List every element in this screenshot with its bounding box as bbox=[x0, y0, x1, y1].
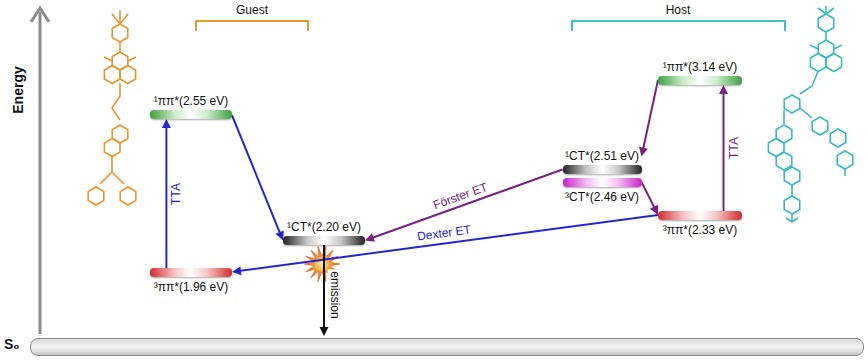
ring bbox=[104, 66, 120, 84]
level-bar bbox=[658, 211, 742, 220]
arrow-head bbox=[365, 233, 375, 241]
energy-level: ¹CT*(2.20 eV) bbox=[283, 220, 365, 245]
connector bbox=[723, 93, 725, 211]
connector bbox=[240, 215, 658, 271]
bond bbox=[783, 110, 785, 124]
ring bbox=[776, 152, 792, 170]
level-bar bbox=[563, 165, 642, 174]
connector bbox=[323, 245, 325, 328]
connector bbox=[232, 115, 280, 233]
ring bbox=[88, 187, 104, 205]
ring bbox=[104, 139, 120, 157]
energy-level: ³CT*(2.46 eV) bbox=[563, 178, 642, 204]
connector bbox=[642, 182, 655, 208]
bond bbox=[112, 172, 124, 184]
group-label: Host bbox=[666, 3, 691, 17]
level-bar bbox=[150, 268, 232, 277]
energy-level: ¹ππ*(3.14 eV) bbox=[658, 60, 742, 85]
bond bbox=[834, 45, 842, 49]
ring bbox=[812, 117, 828, 135]
level-label: ³ππ*(1.96 eV) bbox=[150, 280, 232, 294]
ring bbox=[120, 187, 136, 205]
level-bar bbox=[150, 110, 232, 119]
edge-label: TTA bbox=[168, 181, 182, 207]
energy-level: ¹CT*(2.51 eV) bbox=[563, 149, 642, 174]
ring bbox=[810, 54, 826, 72]
bond bbox=[800, 72, 818, 95]
level-bar bbox=[563, 178, 642, 187]
level-label: ¹CT*(2.51 eV) bbox=[563, 149, 642, 163]
connector bbox=[165, 127, 167, 268]
ground-band bbox=[30, 338, 864, 356]
bond bbox=[800, 108, 812, 118]
ring bbox=[830, 129, 846, 147]
bond bbox=[111, 157, 113, 173]
bond bbox=[100, 172, 112, 184]
level-label: ³ππ*(2.33 eV) bbox=[658, 223, 742, 237]
ground-state-band: S₀ bbox=[4, 336, 864, 356]
bond bbox=[810, 45, 818, 49]
bond bbox=[112, 83, 120, 120]
bond bbox=[112, 14, 128, 24]
bond bbox=[825, 32, 827, 40]
ring bbox=[120, 66, 136, 84]
level-label: ¹ππ*(3.14 eV) bbox=[658, 60, 742, 74]
arrow-head bbox=[320, 327, 329, 336]
arrow-head bbox=[162, 119, 171, 128]
arrow-head bbox=[639, 147, 648, 157]
bond bbox=[119, 10, 121, 24]
level-label: ¹CT*(2.20 eV) bbox=[283, 220, 365, 234]
bond bbox=[104, 57, 112, 61]
connector bbox=[643, 80, 658, 149]
arrow-head bbox=[719, 85, 728, 94]
level-label: ¹ππ*(2.55 eV) bbox=[150, 94, 232, 108]
ring bbox=[837, 151, 853, 169]
level-bar bbox=[658, 76, 742, 85]
ring bbox=[784, 95, 800, 113]
state-label: S₀ bbox=[4, 336, 20, 352]
ring bbox=[784, 167, 800, 185]
ring bbox=[826, 54, 842, 72]
edge-label: emission bbox=[328, 269, 342, 320]
energy-level: ³ππ*(1.96 eV) bbox=[150, 268, 232, 294]
ring bbox=[818, 14, 834, 32]
bond bbox=[791, 185, 793, 196]
bond bbox=[128, 57, 136, 61]
axis-label: Energy bbox=[11, 66, 25, 113]
edge-label: TTA bbox=[727, 135, 741, 161]
edge-label: Förster ET bbox=[429, 179, 491, 213]
arrow-head bbox=[232, 266, 242, 275]
arrow-head bbox=[650, 205, 658, 215]
host-bracket bbox=[572, 21, 785, 31]
molecules bbox=[88, 6, 853, 222]
energy-axis bbox=[39, 12, 42, 334]
bond bbox=[119, 42, 121, 52]
energy-level: ³ππ*(2.33 eV) bbox=[658, 211, 742, 237]
energy-level: ¹ππ*(2.55 eV) bbox=[150, 94, 232, 119]
ring bbox=[784, 196, 800, 214]
guest-bracket bbox=[196, 21, 308, 31]
axis-head bbox=[31, 8, 49, 22]
level-bar bbox=[283, 236, 365, 245]
bond bbox=[844, 169, 846, 176]
bond bbox=[786, 218, 798, 222]
group-label: Guest bbox=[236, 3, 268, 17]
ring bbox=[112, 24, 128, 42]
level-label: ³CT*(2.46 eV) bbox=[563, 190, 642, 204]
